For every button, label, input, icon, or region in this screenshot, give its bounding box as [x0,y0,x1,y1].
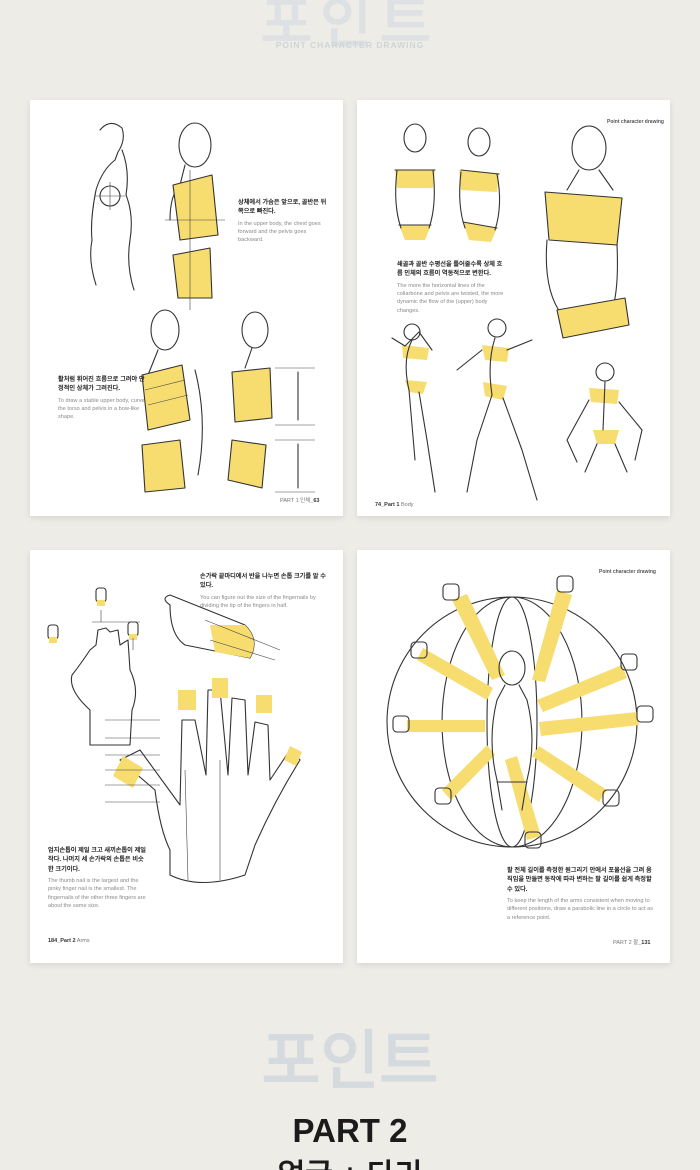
part-subtitle: 얼굴 + 다리 [0,1150,700,1170]
top-logo: 포인트 POINT CHARACTER DRAWING [0,0,700,60]
folio-num: _63 [310,498,320,504]
book-page-torso: 상체에서 가슴은 앞으로, 골반은 뒤쪽으로 빠진다. In the upper… [30,100,343,516]
book-page-hands: 손가락 끝마디에서 반을 나누면 손톱 크기를 알 수 있다. You can … [30,550,343,963]
caption-en: To keep the length of the arms consisten… [507,897,654,921]
folio-num: 184 [48,938,58,944]
page-number: 74_Part 1 Body [375,502,414,508]
caption-ko: 손가락 끝마디에서 반을 나누면 손톱 크기를 알 수 있다. [200,573,326,590]
caption-ko: 엄지손톱이 제일 크고 새끼손톱이 제일 작다. 나머지 세 손가락의 손톱은 … [48,847,146,873]
caption-en: To draw a stable upper body, curve the t… [58,397,145,421]
page-number: PART 1 인체_63 [280,496,319,504]
folio-part: _Part 2 [57,938,76,944]
caption-en: The more the horizontal lines of the col… [397,282,504,314]
caption-ko: 상체에서 가슴은 앞으로, 골반은 뒤쪽으로 빠진다. [238,199,327,216]
bottom-logo: 포인트 [261,1024,439,1099]
folio-part: _Part 1 [381,502,400,508]
caption-en: In the upper body, the chest goes forwar… [238,220,321,244]
caption-ko: 쇄골과 골반 수평선을 틀어줄수록 상체 흐름 인체의 흐름이 역동적으로 변한… [397,261,503,278]
page-header: Point character drawing [607,119,664,125]
caption-en: You can figure out the size of the finge… [200,594,316,609]
logo-subtitle: POINT CHARACTER DRAWING [275,40,425,50]
caption-fingernail-size: 손가락 끝마디에서 반을 나누면 손톱 크기를 알 수 있다. You can … [200,572,330,610]
caption-ko: 팔 전체 길이를 측정한 원그리기 안에서 포물선을 그려 움직임을 만들면 동… [507,867,652,893]
folio-num: 74 [375,502,382,508]
page-header: Point character drawing [599,569,656,575]
caption-ko: 활처럼 휘어진 흐름으로 그려야 안정적인 상체가 그려진다. [58,376,145,393]
caption-parabolic-line: 팔 전체 길이를 측정한 원그리기 안에서 포물선을 그려 움직임을 만들면 동… [507,866,657,922]
book-page-arm-circle: Point character drawing [357,550,670,963]
torso-twist-illustration [391,123,643,501]
folio-num: _131 [638,940,651,946]
caption-twist: 쇄골과 골반 수평선을 틀어줄수록 상체 흐름 인체의 흐름이 역동적으로 변한… [397,260,507,315]
arm-circle-illustration [386,575,654,849]
folio-text: Body [399,502,414,508]
hand-illustration [47,587,302,883]
folio-section: PART 1 인체 [280,498,311,504]
folio-text: Arms [75,938,90,944]
logo-glyphs: 포인트 [260,0,440,56]
folio-section: PART 2 팔 [613,940,639,946]
page-number: PART 2 팔_131 [613,938,651,946]
page-number: 184_Part 2 Arms [48,938,90,944]
caption-thumbnail: 엄지손톱이 제일 크고 새끼손톱이 제일 작다. 나머지 세 손가락의 손톱은 … [48,846,148,910]
part-title: PART 2 [292,1112,408,1149]
torso-side-illustration [90,122,315,493]
caption-stable-body: 활처럼 휘어진 흐름으로 그려야 안정적인 상체가 그려진다. To draw … [58,375,150,422]
caption-en: The thumb nail is the largest and the pi… [48,877,146,910]
book-page-torso-twist: Point character drawing 쇄골과 골반 수평선을 틀 [357,100,670,516]
caption-chest-pelvis: 상체에서 가슴은 앞으로, 골반은 뒤쪽으로 빠진다. In the upper… [238,198,330,245]
